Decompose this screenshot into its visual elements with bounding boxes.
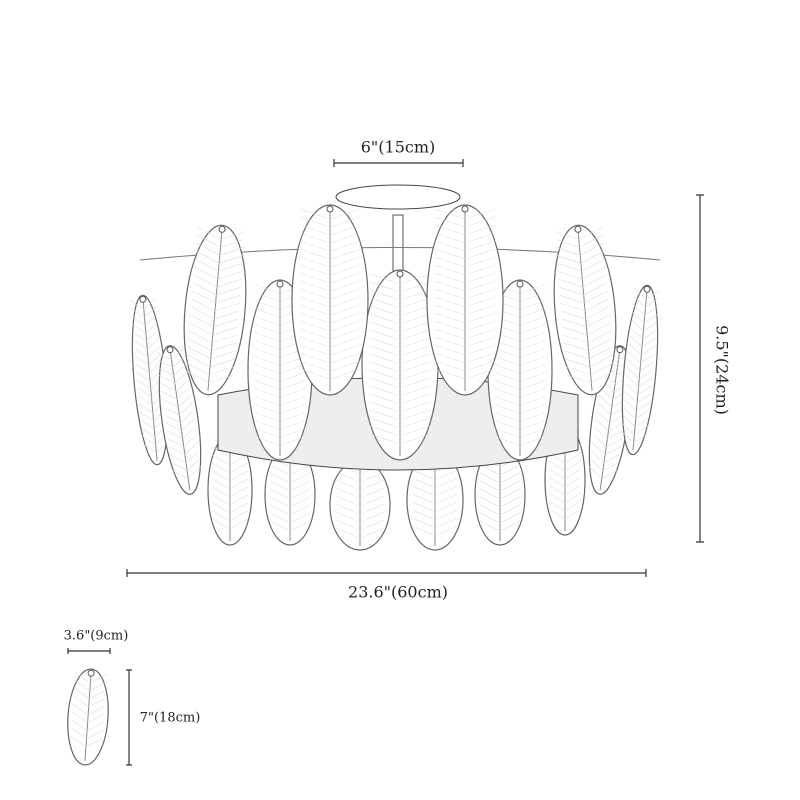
- stem: [392, 214, 404, 276]
- canopy: [335, 184, 461, 210]
- leaf-height-line: [126, 669, 132, 766]
- height-label: 9.5"(24cm): [712, 325, 732, 415]
- canopy-width-label: 6"(15cm): [360, 137, 436, 157]
- leaf-width-line: [67, 648, 111, 654]
- canopy-width-line: [333, 159, 464, 167]
- front-leaf: [553, 224, 617, 396]
- back-leaf: [264, 444, 316, 546]
- leaf-height-label: 7"(18cm): [139, 710, 201, 726]
- front-leaf: [291, 204, 369, 396]
- front-leaf: [426, 204, 504, 396]
- front-leaf: [183, 224, 247, 396]
- front-leaf: [361, 269, 439, 461]
- back-leaf: [621, 284, 660, 456]
- overall-width-label: 23.6"(60cm): [348, 582, 448, 602]
- back-leaf: [155, 345, 202, 495]
- height-line: [696, 194, 704, 543]
- single-leaf: [67, 668, 109, 766]
- overall-width-line: [126, 569, 647, 577]
- front-leaf: [487, 279, 553, 461]
- chandelier: [67, 184, 661, 766]
- dimension-lines: [67, 159, 704, 766]
- leaf-width-label: 3.6"(9cm): [63, 628, 129, 644]
- back-leaf: [329, 459, 391, 551]
